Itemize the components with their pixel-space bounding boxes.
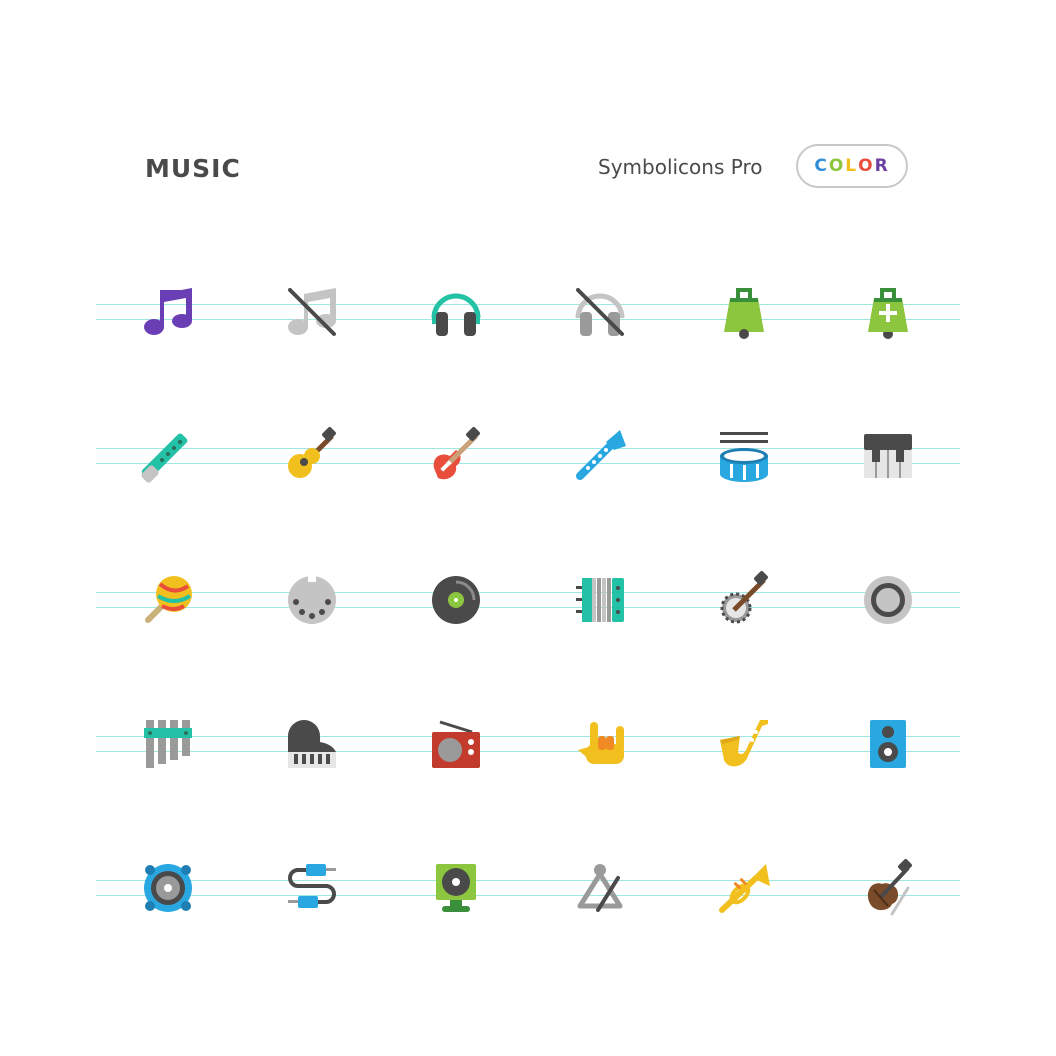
cowbell-icon (716, 284, 772, 340)
triangle-icon (572, 860, 628, 916)
badge-letter: O (828, 156, 846, 176)
cowbell-add-icon (860, 284, 916, 340)
trumpet-icon (716, 860, 772, 916)
clarinet-icon (572, 428, 628, 484)
turntable-icon (428, 860, 484, 916)
headphones-off-icon (572, 284, 628, 340)
guide-lines (96, 592, 960, 608)
electric-guitar-icon (428, 427, 484, 484)
ring-speaker-icon (860, 572, 916, 628)
audio-cable-icon (284, 860, 340, 916)
violin-icon (860, 859, 916, 916)
midi-connector-icon (284, 572, 340, 628)
flute-icon (140, 428, 196, 484)
guide-lines (96, 448, 960, 464)
radio-icon (428, 716, 484, 772)
badge-letter: L (845, 156, 859, 176)
speaker-icon (860, 716, 916, 772)
brand-name: Symbolicons Pro (598, 155, 763, 179)
headphones-icon (428, 284, 484, 340)
music-note-off-icon (284, 284, 340, 340)
banjo-icon (716, 571, 772, 628)
grand-piano-icon (284, 716, 340, 772)
music-note-icon (140, 284, 196, 340)
pan-flute-icon (140, 716, 196, 772)
rock-hand-icon (572, 716, 628, 772)
snare-drum-icon (716, 428, 772, 484)
keyboard-icon (860, 428, 916, 484)
guide-lines (96, 736, 960, 752)
round-speaker-icon (140, 860, 196, 916)
color-badge: C O L O R (796, 144, 908, 188)
guide-lines (96, 304, 960, 320)
page-title: MUSIC (145, 154, 241, 183)
badge-letter: C (814, 156, 829, 176)
accordion-icon (572, 572, 628, 628)
saxophone-icon (716, 716, 772, 772)
acoustic-guitar-icon (284, 427, 340, 484)
vinyl-record-icon (428, 572, 484, 628)
badge-letter: O (858, 156, 875, 176)
badge-letter: R (874, 156, 890, 176)
maracas-icon (140, 572, 196, 628)
guide-lines (96, 880, 960, 896)
